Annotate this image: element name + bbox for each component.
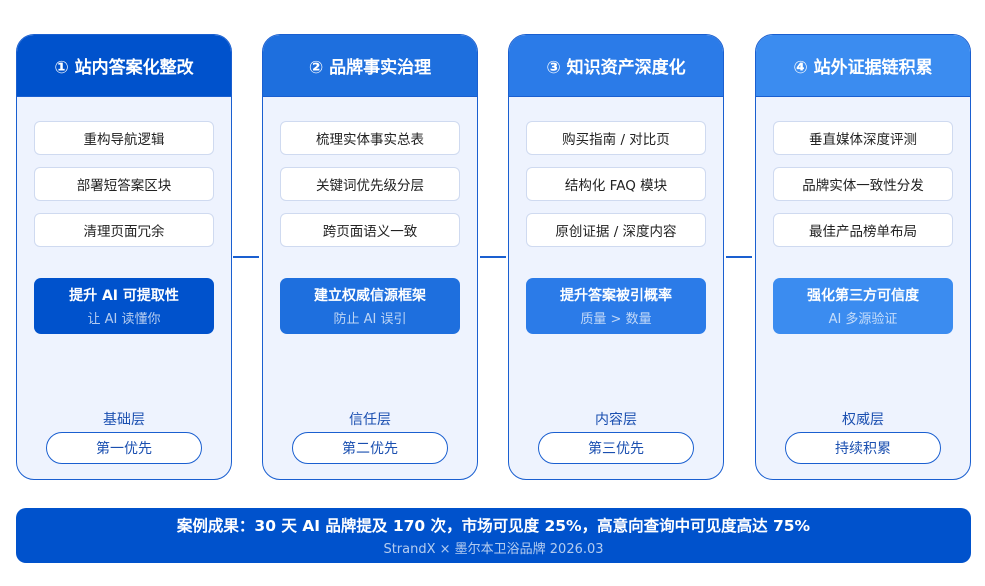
layer-label: 内容层 — [595, 412, 637, 428]
outcome-title: 提升答案被引概率 — [560, 288, 672, 304]
priority-pill: 持续积累 — [785, 432, 941, 464]
priority-pill: 第二优先 — [292, 432, 448, 464]
connector — [480, 256, 506, 258]
stage-column: ④ 站外证据链积累垂直媒体深度评测品牌实体一致性分发最佳产品榜单布局强化第三方可… — [755, 34, 971, 480]
stage-header: ① 站内答案化整改 — [17, 35, 231, 97]
outcome-sub: 防止 AI 误引 — [333, 312, 407, 327]
outcome-sub: 质量 > 数量 — [580, 312, 652, 327]
stage-header: ③ 知识资产深度化 — [509, 35, 723, 97]
stage-header: ④ 站外证据链积累 — [756, 35, 970, 97]
stage-column: ③ 知识资产深度化购买指南 / 对比页结构化 FAQ 模块原创证据 / 深度内容… — [508, 34, 724, 480]
outcome-title: 提升 AI 可提取性 — [69, 288, 179, 304]
task-item: 部署短答案区块 — [34, 167, 214, 201]
connector — [233, 256, 259, 258]
layer-label: 基础层 — [103, 412, 145, 428]
outcome-box: 强化第三方可信度 AI 多源验证 — [773, 278, 953, 334]
layer-label: 权威层 — [842, 412, 884, 428]
task-item: 品牌实体一致性分发 — [773, 167, 953, 201]
task-item: 购买指南 / 对比页 — [526, 121, 706, 155]
outcome-sub: 让 AI 读懂你 — [87, 312, 161, 327]
outcome-box: 建立权威信源框架防止 AI 误引 — [280, 278, 460, 334]
outcome-box: 提升答案被引概率质量 > 数量 — [526, 278, 706, 334]
stage-header: ② 品牌事实治理 — [263, 35, 477, 97]
banner-main: 案例成果：30 天 AI 品牌提及 170 次，市场可见度 25%，高意向查询中… — [176, 517, 811, 535]
banner-sub: StrandX × 墨尔本卫浴品牌 2026.03 — [383, 542, 604, 557]
outcome-sub: AI 多源验证 — [828, 312, 898, 327]
task-item: 垂直媒体深度评测 — [773, 121, 953, 155]
stage-column: ② 品牌事实治理梳理实体事实总表关键词优先级分层跨页面语义一致建立权威信源框架防… — [262, 34, 478, 480]
task-item: 结构化 FAQ 模块 — [526, 167, 706, 201]
priority-pill: 第三优先 — [538, 432, 694, 464]
task-item: 跨页面语义一致 — [280, 213, 460, 247]
task-item: 关键词优先级分层 — [280, 167, 460, 201]
task-item: 最佳产品榜单布局 — [773, 213, 953, 247]
task-item: 梳理实体事实总表 — [280, 121, 460, 155]
results-banner: 案例成果：30 天 AI 品牌提及 170 次，市场可见度 25%，高意向查询中… — [16, 508, 971, 563]
outcome-title: 建立权威信源框架 — [314, 288, 426, 304]
task-item: 清理页面冗余 — [34, 213, 214, 247]
connector — [726, 256, 752, 258]
priority-pill: 第一优先 — [46, 432, 202, 464]
outcome-box: 提升 AI 可提取性让 AI 读懂你 — [34, 278, 214, 334]
layer-label: 信任层 — [349, 412, 391, 428]
outcome-title: 强化第三方可信度 — [807, 288, 919, 304]
task-item: 原创证据 / 深度内容 — [526, 213, 706, 247]
task-item: 重构导航逻辑 — [34, 121, 214, 155]
stage-column: ① 站内答案化整改重构导航逻辑部署短答案区块清理页面冗余提升 AI 可提取性让 … — [16, 34, 232, 480]
